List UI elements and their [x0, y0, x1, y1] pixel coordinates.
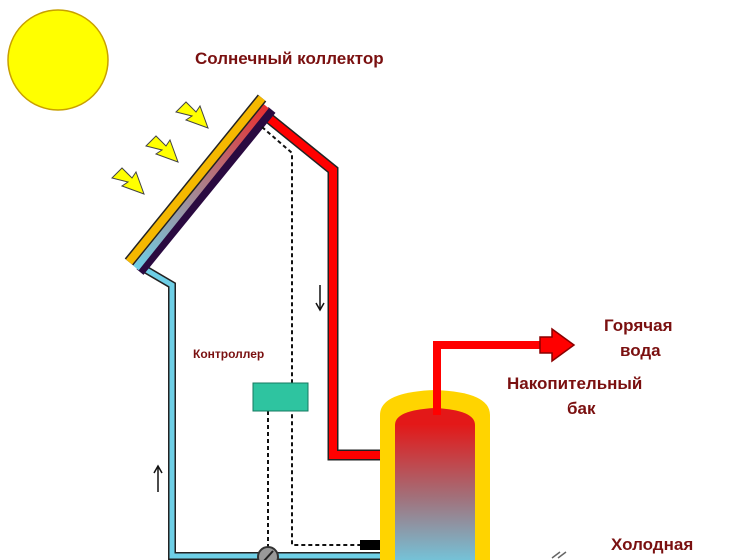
ray-arrow-icon — [145, 135, 179, 163]
tank-label-line1: Накопительный — [507, 374, 643, 393]
sun-rays-arrows — [111, 101, 209, 195]
collector-label: Солнечный коллектор — [195, 49, 384, 68]
flow-up-arrow — [153, 464, 163, 492]
storage-tank — [380, 390, 490, 560]
ray-arrow-icon — [175, 101, 209, 129]
solar-collector — [124, 94, 276, 275]
cold-water-arrow-icon — [551, 551, 567, 559]
hot-water-outlet-pipe — [433, 341, 545, 415]
cold-pipe — [140, 264, 400, 560]
pump-icon — [257, 546, 279, 560]
sensor-wire — [261, 126, 360, 546]
sun-icon — [7, 9, 109, 111]
flow-down-arrow — [315, 285, 325, 312]
controller-label: Контроллер — [193, 347, 265, 361]
tank-label-line2: бак — [567, 399, 596, 418]
ray-arrow-icon — [111, 167, 145, 195]
controller-box — [252, 382, 309, 412]
cold-water-label: Холодная — [611, 535, 694, 554]
hot-water-label-line2: вода — [620, 341, 661, 360]
hot-water-label-line1: Горячая — [604, 316, 673, 335]
tank-sensor — [360, 540, 380, 550]
hot-water-arrow-icon — [539, 327, 576, 363]
